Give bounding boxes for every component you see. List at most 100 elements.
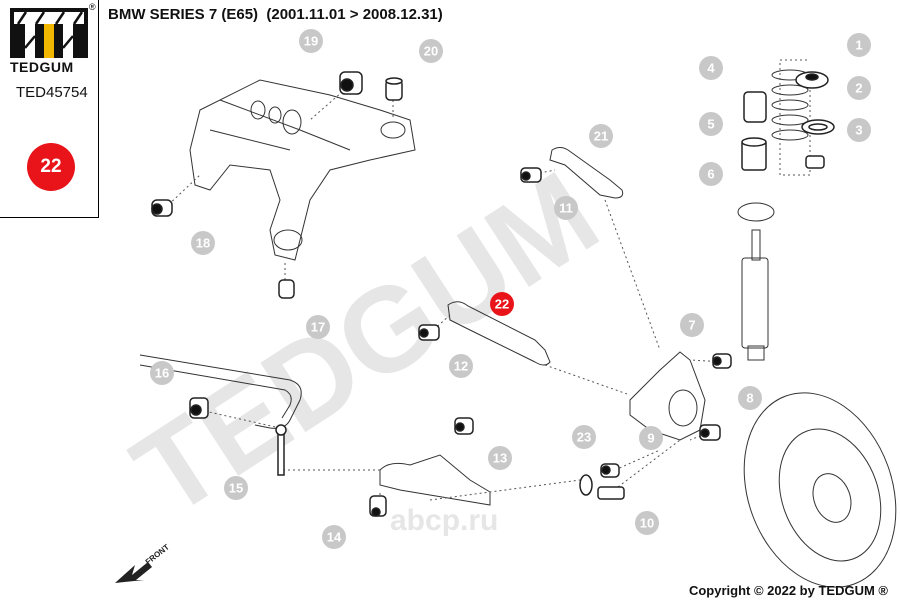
coil-spring: [771, 69, 809, 141]
callout-circle: [299, 29, 323, 53]
callout-number: 16: [155, 366, 169, 381]
callout-number: 23: [577, 430, 591, 445]
callout-circle: [322, 525, 346, 549]
callout-number: 12: [454, 359, 468, 374]
callout-2[interactable]: 2: [847, 76, 871, 100]
front-label: FRONT: [144, 542, 171, 566]
registered-mark: ®: [89, 2, 96, 12]
callout-circle: [680, 313, 704, 337]
callout-15[interactable]: 15: [224, 476, 248, 500]
callout-number: 10: [640, 516, 654, 531]
callout-18[interactable]: 18: [191, 231, 215, 255]
vehicle-title: BMW SERIES 7 (E65) (2001.11.01 > 2008.12…: [108, 6, 443, 23]
callout-circle: [572, 425, 596, 449]
callout-number: 2: [855, 81, 862, 96]
callout-circle: [191, 231, 215, 255]
highlighted-position-badge: 22: [27, 143, 75, 191]
bushing-18: [151, 199, 173, 217]
bushing-16: [189, 397, 209, 419]
callout-10[interactable]: 10: [635, 511, 659, 535]
callout-circle: [490, 292, 514, 316]
callout-circle: [306, 315, 330, 339]
callout-16[interactable]: 16: [150, 361, 174, 385]
sleeve-5: [741, 137, 767, 171]
shock-absorber: [737, 202, 775, 361]
callout-circle: [488, 446, 512, 470]
callout-20[interactable]: 20: [419, 39, 443, 63]
sleeve-10: [597, 486, 625, 500]
top-mount-1: [795, 71, 829, 89]
callout-1[interactable]: 1: [847, 33, 871, 57]
callout-number: 8: [746, 391, 753, 406]
clamp-23: [579, 474, 593, 496]
wheel-tyre: [743, 392, 897, 588]
subframe: [189, 79, 416, 261]
callout-23[interactable]: 23: [572, 425, 596, 449]
callout-9[interactable]: 9: [639, 426, 663, 450]
callout-number: 22: [495, 297, 509, 312]
part-number: TED45754: [16, 84, 88, 101]
callout-circle: [847, 118, 871, 142]
brand-name: TEDGUM: [10, 59, 74, 75]
callout-number: 14: [327, 530, 342, 545]
callout-circle: [699, 162, 723, 186]
watermark-text: TEDGUM: [111, 146, 620, 542]
callout-circle: [150, 361, 174, 385]
callout-3[interactable]: 3: [847, 118, 871, 142]
callout-circle: [699, 112, 723, 136]
bushing-19: [339, 71, 363, 95]
bushing-13: [454, 417, 474, 435]
front-direction-arrow: FRONT: [115, 542, 171, 583]
callout-circle: [699, 56, 723, 80]
bushing-17: [278, 279, 295, 299]
callout-number: 7: [688, 318, 695, 333]
callout-number: 4: [707, 61, 715, 76]
callout-number: 9: [647, 431, 654, 446]
callout-circle: [847, 76, 871, 100]
callout-13[interactable]: 13: [488, 446, 512, 470]
control-arm-22: [447, 301, 551, 366]
callout-7[interactable]: 7: [680, 313, 704, 337]
callout-circle: [635, 511, 659, 535]
callout-number: 20: [424, 44, 438, 59]
callout-11[interactable]: 11: [554, 196, 578, 220]
callout-number: 5: [707, 117, 714, 132]
bushing-11: [520, 167, 542, 183]
callout-number: 6: [707, 167, 714, 182]
watermark-site: abcp.ru: [390, 504, 498, 537]
bushing-7: [712, 353, 732, 369]
callout-19[interactable]: 19: [299, 29, 323, 53]
callout-14[interactable]: 14: [322, 525, 346, 549]
bushing-20: [385, 77, 403, 101]
callout-17[interactable]: 17: [306, 315, 330, 339]
callout-21[interactable]: 21: [589, 124, 613, 148]
bearing-2: [801, 119, 835, 135]
bushing-8: [699, 424, 721, 441]
callout-number: 17: [311, 320, 325, 335]
stabilizer-link-15: [275, 424, 287, 476]
callout-4[interactable]: 4: [699, 56, 723, 80]
callout-circle: [847, 33, 871, 57]
callout-circle: [589, 124, 613, 148]
callout-22[interactable]: 22: [490, 292, 514, 316]
callout-8[interactable]: 8: [738, 386, 762, 410]
tedgum-logo: [10, 8, 88, 58]
callout-5[interactable]: 5: [699, 112, 723, 136]
bushing-14: [369, 495, 387, 517]
callout-6[interactable]: 6: [699, 162, 723, 186]
bushing-12: [418, 324, 440, 341]
callout-12[interactable]: 12: [449, 354, 473, 378]
product-info-panel: ® TEDGUM TED45754 22: [0, 0, 99, 218]
callout-circle: [554, 196, 578, 220]
callout-circle: [639, 426, 663, 450]
callout-number: 19: [304, 34, 318, 49]
bump-stop-4: [743, 91, 767, 123]
lower-arm: [379, 454, 491, 506]
callout-number: 21: [594, 129, 608, 144]
callout-number: 15: [229, 481, 243, 496]
callout-circle: [224, 476, 248, 500]
callout-number: 13: [493, 451, 507, 466]
callout-number: 11: [559, 201, 573, 216]
callout-circle: [449, 354, 473, 378]
